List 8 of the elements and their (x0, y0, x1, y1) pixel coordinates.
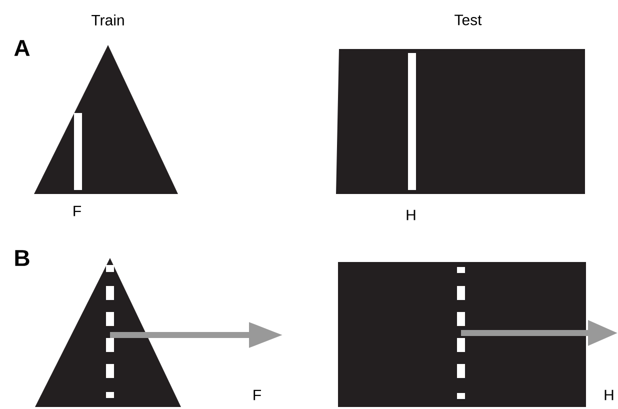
column-heading: Train (92, 14, 124, 26)
stimulus-label: H (604, 390, 614, 400)
column-heading: Test (454, 14, 482, 26)
stimulus-label: H (406, 210, 416, 220)
stimulus-label: F (254, 390, 261, 400)
panel-letter: B (15, 250, 30, 266)
stimulus-label: F (74, 206, 81, 216)
panel-letter: A (14, 40, 30, 56)
